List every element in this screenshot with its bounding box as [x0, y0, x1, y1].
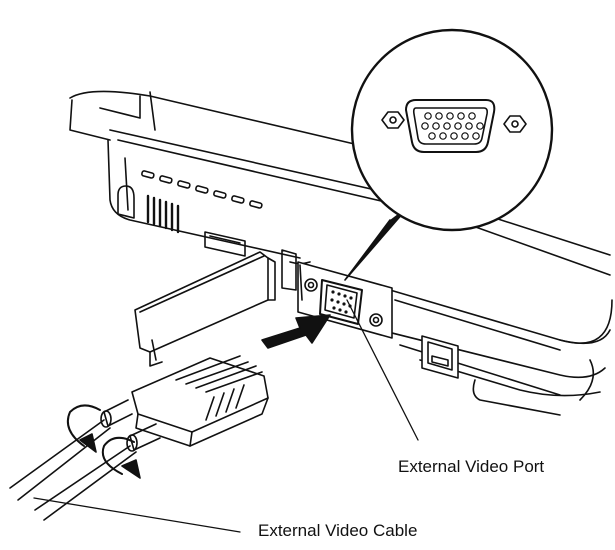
side-port	[204, 231, 246, 257]
port-cover-flap	[134, 249, 297, 367]
insert-arrow	[261, 314, 331, 349]
vent-grille	[146, 194, 180, 234]
external-video-port-label: External Video Port	[398, 457, 545, 476]
laptop-body	[69, 90, 613, 416]
external-video-cable-label: External Video Cable	[258, 521, 418, 540]
rotate-arrow-icon	[66, 404, 101, 453]
port-leader-line	[346, 299, 419, 441]
video-cable	[9, 419, 241, 533]
vga-plug	[100, 355, 269, 452]
security-slot	[117, 185, 135, 219]
status-led-row	[141, 170, 263, 209]
rotate-arrow-icon	[101, 436, 141, 479]
lan-port	[421, 335, 459, 379]
magnified-port-callout	[344, 28, 554, 281]
vga-port	[304, 278, 383, 327]
